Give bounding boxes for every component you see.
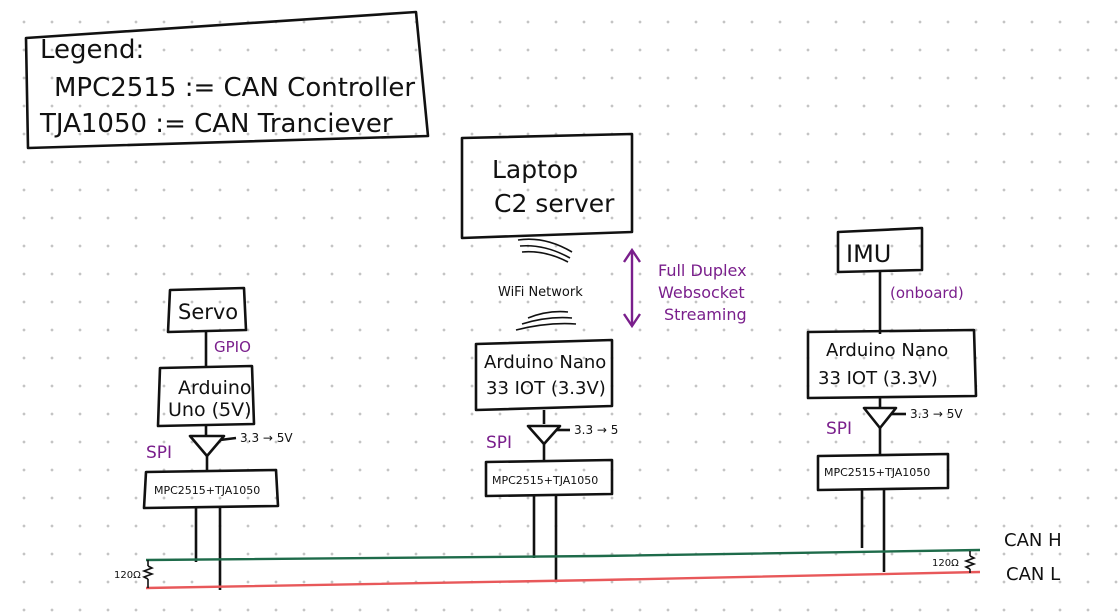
servo-mcu-box (156, 364, 256, 428)
servo-node: Servo GPIO Arduino Uno (5V) 3.3 → 5V SPI… (142, 286, 293, 590)
center-mcu-line2: 33 IOT (3.3V) (486, 378, 606, 399)
center-can-module-box (484, 458, 614, 498)
right-terminator-label: 120Ω (932, 558, 959, 569)
center-can-module-label: MPC2515+TJA1050 (492, 474, 598, 487)
imu-can-module-label: MPC2515+TJA1050 (824, 466, 930, 479)
websocket-line-1: Full Duplex (658, 261, 747, 280)
imu-mcu-box (806, 328, 978, 400)
center-mcu-line1: Arduino Nano (484, 352, 606, 373)
legend-line-controller: MPC2515 := CAN Controller (54, 73, 415, 103)
can-bus: 120Ω 120Ω CAN H CAN L (114, 530, 1062, 590)
servo-spi-label: SPI (146, 443, 172, 463)
servo-can-module-label: MPC2515+TJA1050 (154, 484, 260, 497)
servo-label: Servo (178, 300, 238, 324)
laptop-subtitle: C2 server (494, 189, 615, 218)
servo-gpio-label: GPIO (214, 338, 251, 356)
servo-box (166, 286, 248, 334)
laptop-box: Laptop C2 server (460, 132, 634, 240)
can-h-label: CAN H (1004, 530, 1062, 551)
servo-level-shift-label: 3.3 → 5V (240, 431, 293, 445)
servo-mcu-line2: Uno (5V) (168, 399, 252, 421)
legend-box: Legend: MPC2515 := CAN Controller TJA105… (24, 10, 430, 150)
imu-mcu-line2: 33 IOT (3.3V) (818, 368, 938, 389)
imu-level-shifter-icon (862, 406, 898, 430)
can-l-label: CAN L (1006, 564, 1060, 585)
right-terminator-resistor-icon (963, 551, 977, 573)
duplex-arrow-icon (623, 247, 641, 329)
center-node: Arduino Nano 33 IOT (3.3V) 3.3 → 5 SPI M… (474, 338, 618, 580)
servo-level-shifter-icon (188, 434, 226, 458)
imu-can-module-box (816, 452, 950, 492)
imu-level-shift-label: 3.3 → 5V (910, 407, 963, 421)
imu-box (836, 226, 924, 274)
websocket-line-2: Websocket (658, 283, 745, 302)
legend-line-transceiver: TJA1050 := CAN Tranciever (39, 109, 393, 139)
imu-node: IMU (onboard) Arduino Nano 33 IOT (3.3V)… (806, 226, 978, 572)
imu-onboard-label: (onboard) (890, 284, 964, 302)
can-h-line (145, 548, 981, 562)
imu-mcu-line1: Arduino Nano (826, 340, 948, 361)
imu-label: IMU (846, 240, 891, 268)
left-terminator-label: 120Ω (114, 570, 141, 581)
wifi-icon (515, 238, 577, 331)
wifi-network-label: WiFi Network (498, 285, 583, 300)
can-l-line (145, 570, 981, 590)
laptop-title: Laptop (492, 155, 578, 184)
center-mcu-box (474, 338, 614, 412)
center-spi-label: SPI (486, 433, 512, 453)
imu-spi-label: SPI (826, 419, 852, 439)
left-terminator-resistor-icon (141, 560, 155, 588)
servo-can-module-box (142, 468, 280, 510)
center-level-shift-label: 3.3 → 5 (574, 423, 618, 437)
legend-title: Legend: (40, 35, 144, 65)
servo-mcu-line1: Arduino (178, 377, 252, 399)
center-level-shifter-icon (526, 424, 562, 446)
websocket-line-3: Streaming (664, 305, 747, 324)
